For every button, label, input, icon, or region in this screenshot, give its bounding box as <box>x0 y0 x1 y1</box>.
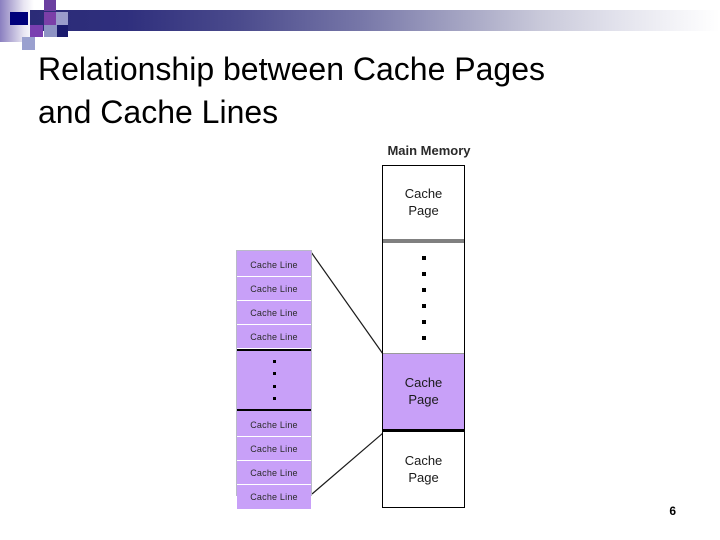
memory-cell-label-line2: Page <box>408 202 439 218</box>
memory-cell-cache-page-highlighted[interactable]: Cache Page <box>383 354 464 432</box>
connector-line-bottom <box>311 432 384 495</box>
cache-line-1[interactable]: Cache Line <box>237 253 311 277</box>
memory-cell-cache-page-top[interactable]: Cache Page <box>383 166 464 243</box>
memory-cell-label-line1: Cache <box>404 453 443 469</box>
main-memory-column: Cache Page Cache Page Cache Page <box>382 165 465 508</box>
banner-square-purple-mid <box>44 12 56 25</box>
cache-line-2[interactable]: Cache Line <box>237 277 311 301</box>
vertical-ellipsis-icon <box>421 256 426 340</box>
memory-cell-label-line2: Page <box>408 391 439 407</box>
banner-square-dark-navy <box>10 12 28 25</box>
memory-cell-label-line1: Cache <box>404 186 443 202</box>
cache-line-label: Cache Line <box>250 307 298 318</box>
banner-gradient-bar <box>30 10 720 31</box>
cache-line-4[interactable]: Cache Line <box>237 325 311 349</box>
slide-number: 6 <box>669 504 676 518</box>
banner-square-navy-small <box>57 25 68 37</box>
banner-square-steel <box>44 25 57 37</box>
cache-line-label: Cache Line <box>250 492 298 502</box>
memory-cell-ellipsis <box>383 243 464 354</box>
cache-line-5[interactable]: Cache Line <box>237 413 311 437</box>
cache-line-label: Cache Line <box>250 259 298 270</box>
memory-cell-cache-page-bottom[interactable]: Cache Page <box>383 432 464 507</box>
cache-line-label: Cache Line <box>250 331 298 342</box>
cache-line-7[interactable]: Cache Line <box>237 461 311 485</box>
page-title: Relationship between Cache Pages and Cac… <box>38 48 693 134</box>
connector-line-top <box>310 251 384 355</box>
banner-square-lightblue <box>22 37 35 50</box>
banner-square-violet <box>30 25 43 37</box>
page-title-line-1: Relationship between Cache Pages <box>38 51 545 87</box>
cache-line-label: Cache Line <box>250 443 298 454</box>
cache-line-3[interactable]: Cache Line <box>237 301 311 325</box>
cache-line-8[interactable]: Cache Line <box>237 485 311 509</box>
cache-line-label: Cache Line <box>250 467 298 478</box>
memory-cell-label-line1: Cache <box>404 375 443 391</box>
memory-cell-label-line2: Page <box>408 469 439 485</box>
cache-line-column: Cache Line Cache Line Cache Line Cache L… <box>236 250 312 509</box>
cache-line-6[interactable]: Cache Line <box>237 437 311 461</box>
banner-square-lavender <box>56 12 68 25</box>
slide-top-banner <box>0 0 720 50</box>
vertical-ellipsis-icon <box>272 360 276 400</box>
banner-square-purple-top <box>44 0 56 11</box>
cache-line-label: Cache Line <box>250 419 298 430</box>
page-title-line-2: and Cache Lines <box>38 94 279 131</box>
cache-line-label: Cache Line <box>250 283 298 294</box>
cache-line-ellipsis <box>237 349 311 411</box>
main-memory-label: Main Memory <box>387 143 471 158</box>
